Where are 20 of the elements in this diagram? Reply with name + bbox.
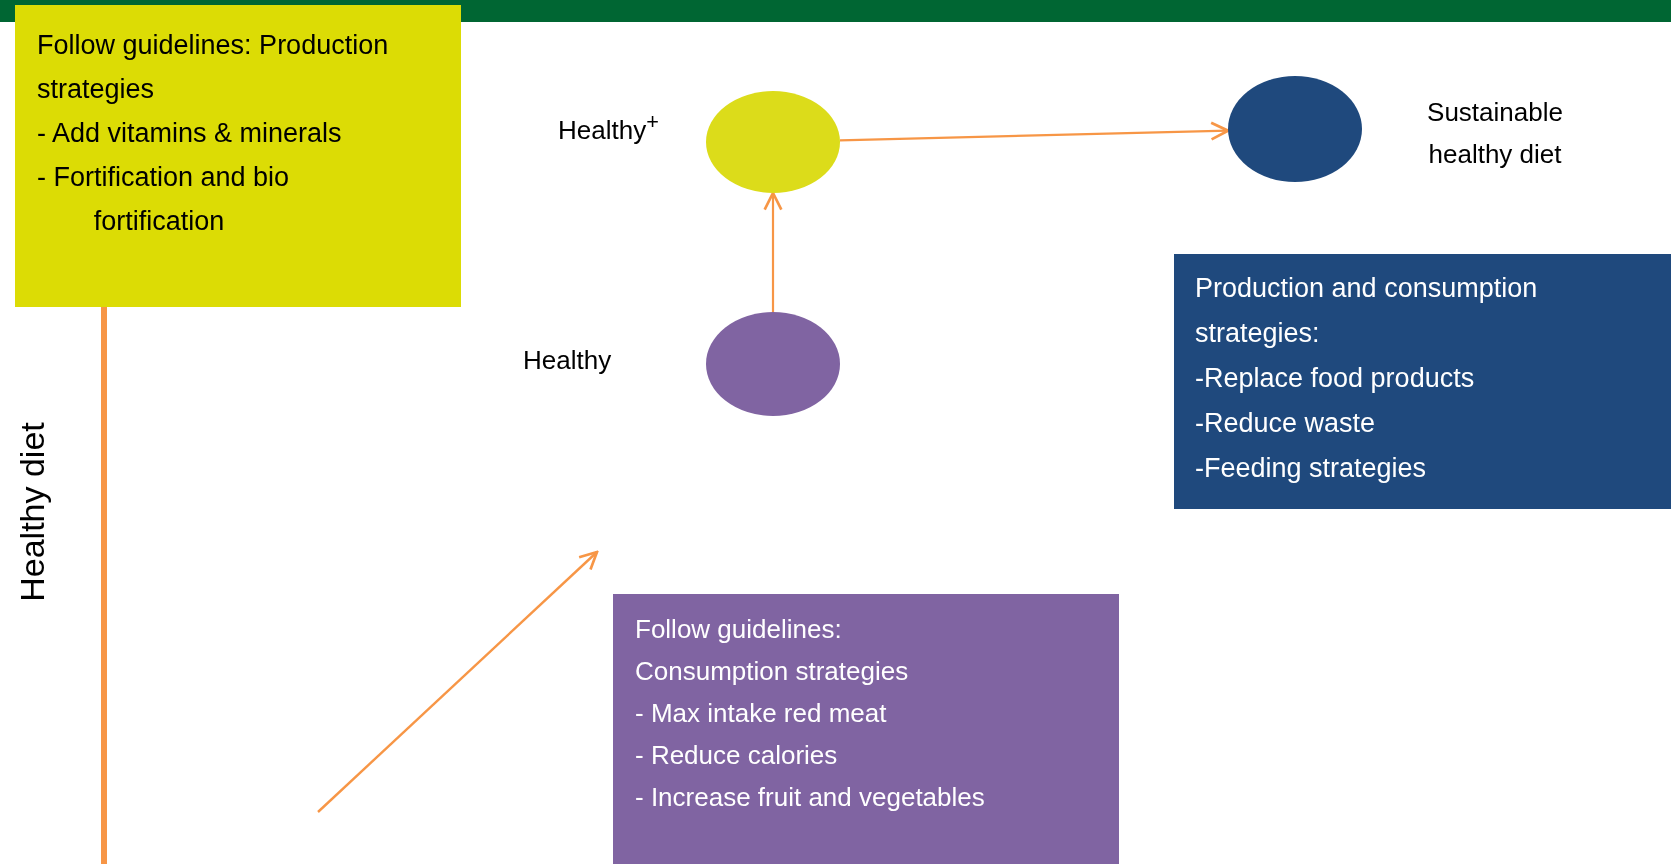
box-heading: Production and consumption strategies: — [1195, 272, 1539, 350]
list-item: - Add vitamins & minerals — [37, 117, 343, 150]
list-item: - Fortification and bio fortification — [37, 161, 291, 238]
stage-label: Sustainable healthy diet — [1426, 96, 1564, 171]
list-item: - Reduce calories — [635, 739, 839, 772]
strategy-box — [15, 5, 461, 307]
arrow — [763, 191, 783, 312]
stage-label: Healthy$^{+}$ — [558, 109, 659, 146]
box-heading: Follow guidelines: Consumption strategies — [635, 613, 910, 688]
stage-label: Healthy — [523, 345, 612, 376]
list-item: - Max intake red meat — [635, 697, 888, 730]
axis-label: Healthy diet — [12, 422, 52, 602]
strategy-box — [1174, 254, 1671, 509]
arrow — [839, 121, 1230, 142]
strategy-box — [613, 594, 1119, 864]
list-item: -Feeding strategies — [1195, 452, 1428, 485]
list-item: -Replace food products — [1195, 362, 1476, 395]
list-item: -Reduce waste — [1195, 407, 1377, 440]
list-item: - Increase fruit and vegetables — [635, 781, 986, 814]
box-heading: Follow guidelines: Production strategies — [37, 29, 390, 106]
